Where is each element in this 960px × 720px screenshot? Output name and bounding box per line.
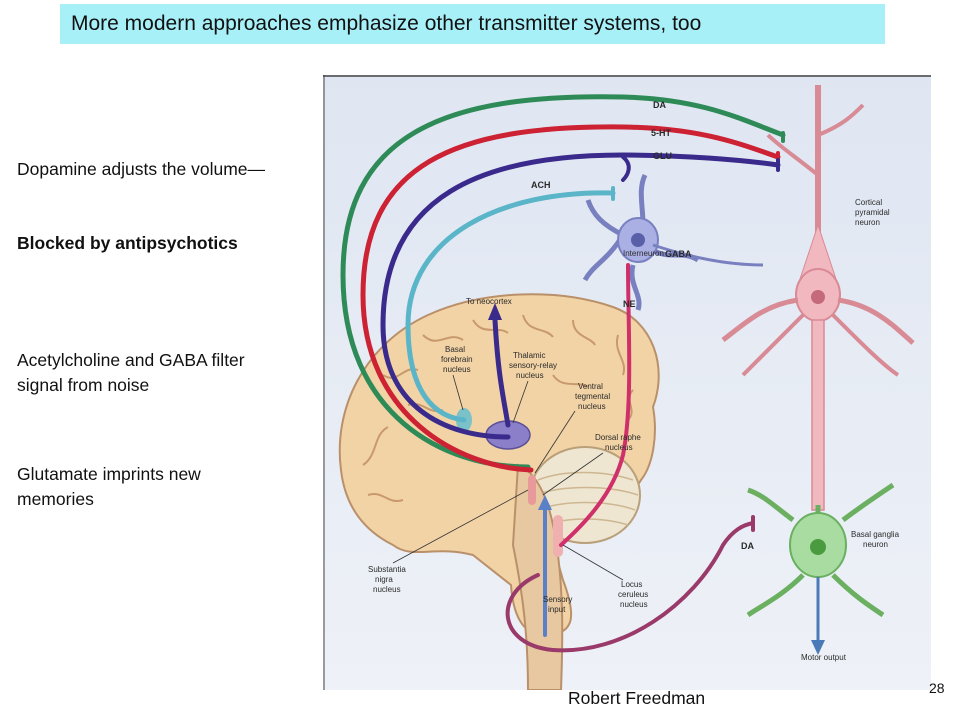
label-dorsal-raphe-2: nucleus	[605, 443, 633, 452]
label-ne: NE	[623, 299, 636, 309]
label-gaba: GABA	[665, 249, 692, 259]
slide-number: 28	[929, 680, 945, 696]
neurotransmitter-diagram: DA 5-HT GLU ACH GABA NE DA Cortical pyra…	[323, 75, 931, 690]
label-ventral-1: Ventral	[578, 382, 603, 391]
label-ventral-3: nucleus	[578, 402, 606, 411]
label-dorsal-raphe-1: Dorsal raphe	[595, 433, 641, 442]
label-substantia-2: nigra	[375, 575, 393, 584]
bullet-glutamate: Glutamate imprints new memories	[17, 464, 201, 509]
label-cortical-2: pyramidal	[855, 208, 890, 217]
label-sensory-1: Sensory	[543, 595, 572, 604]
label-to-neocortex: To neocortex	[466, 297, 512, 306]
label-glu: GLU	[653, 151, 672, 161]
label-da-basal: DA	[741, 541, 754, 551]
label-thalamic-1: Thalamic	[513, 351, 545, 360]
label-ach: ACH	[531, 180, 551, 190]
label-interneuron: Interneuron	[623, 249, 664, 258]
label-substantia-3: nucleus	[373, 585, 401, 594]
label-locus-2: ceruleus	[618, 590, 648, 599]
label-basal-forebrain-2: forebrain	[441, 355, 473, 364]
bullet-ach-gaba: Acetylcholine and GABA filter signal fro…	[17, 350, 245, 395]
label-cortical-3: neuron	[855, 218, 880, 227]
pathway-lines	[340, 94, 786, 653]
label-locus-3: nucleus	[620, 600, 648, 609]
label-basal-forebrain-1: Basal	[445, 345, 465, 354]
label-cortical-1: Cortical	[855, 198, 882, 207]
label-basal-ganglia-2: neuron	[863, 540, 888, 549]
label-locus-1: Locus	[621, 580, 642, 589]
label-sensory-2: input	[548, 605, 566, 614]
slide-title: More modern approaches emphasize other t…	[60, 4, 885, 44]
label-thalamic-3: nucleus	[516, 371, 544, 380]
label-5ht: 5-HT	[651, 128, 672, 138]
bullet-antipsychotics: Blocked by antipsychotics	[17, 233, 238, 253]
label-motor-output: Motor output	[801, 653, 847, 662]
label-ventral-2: tegmental	[575, 392, 610, 401]
label-da: DA	[653, 100, 666, 110]
label-thalamic-2: sensory-relay	[509, 361, 557, 370]
label-substantia-1: Substantia	[368, 565, 406, 574]
label-basal-ganglia-1: Basal ganglia	[851, 530, 900, 539]
label-basal-forebrain-3: nucleus	[443, 365, 471, 374]
image-credit: Robert Freedman	[568, 688, 706, 708]
bullet-dopamine: Dopamine adjusts the volume—	[17, 159, 266, 179]
